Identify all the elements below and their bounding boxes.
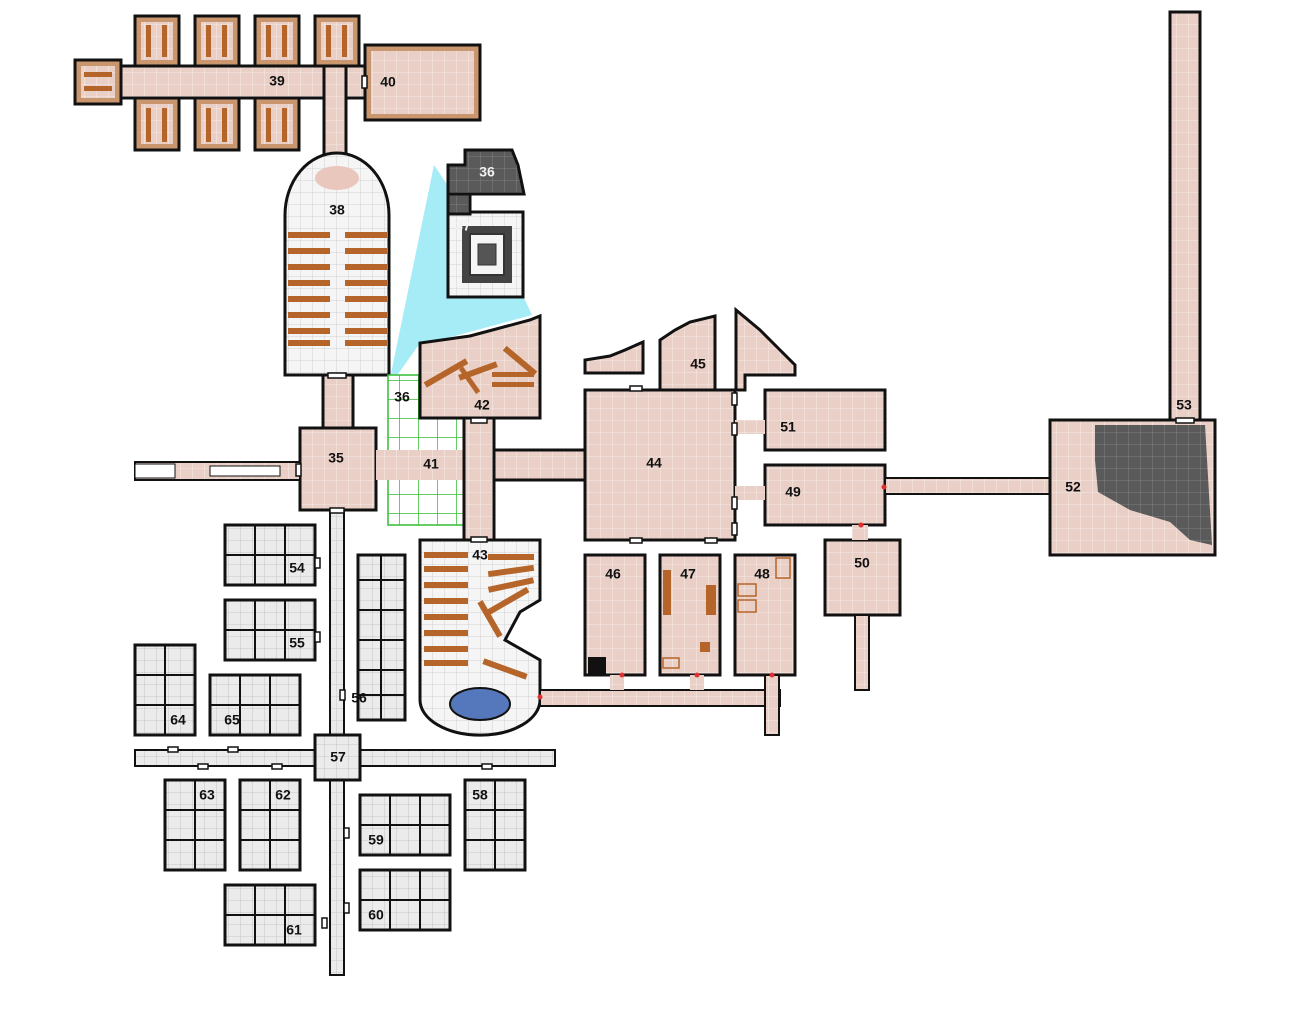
bridge-rail [134,463,176,479]
label-room-35: 35 [328,450,344,466]
room-46-block [588,657,606,675]
ruin-east [734,306,797,392]
corridor-38-35 [321,373,355,432]
label-room-45: 45 [690,356,706,372]
corridor-to-44 [492,448,588,482]
pool-43 [449,687,511,721]
room-53 [1168,10,1202,422]
room-52-pit [1095,425,1212,545]
label-room-36: 36 [394,389,410,405]
label-room-60: 60 [368,907,384,923]
label-room-51: 51 [780,419,796,435]
rubble-42 [423,345,538,395]
room-44 [583,388,737,542]
label-room-48: 48 [754,566,770,582]
shelves-48 [737,557,791,613]
label-room-44: 44 [646,455,662,471]
pews-38 [288,232,387,346]
label-room-63: 63 [199,787,215,803]
label-room-36-upper: 36 [479,164,495,180]
label-room-40: 40 [380,74,396,90]
label-room-50: 50 [854,555,870,571]
crate-47 [700,642,710,652]
label-room-49: 49 [785,484,801,500]
room-42 [418,313,542,420]
label-room-41: 41 [423,456,439,472]
label-room-37: 37 [455,218,471,234]
label-room-62: 62 [275,787,291,803]
label-room-56: 56 [351,690,367,706]
beds-39 [84,25,347,142]
label-room-38: 38 [329,202,345,218]
chest-47 [662,657,680,669]
room-37-core [477,243,497,266]
label-room-52: 52 [1065,479,1081,495]
label-room-65: 65 [224,712,240,728]
label-room-55: 55 [289,635,305,651]
label-room-64: 64 [170,712,186,728]
corridor-39-vertical [322,64,348,158]
room-38-altar [315,166,359,190]
label-room-46: 46 [605,566,621,582]
room-37-link [446,192,472,216]
ruin-west [583,339,645,375]
bridge-rail-2 [209,465,281,477]
label-room-39: 39 [269,73,285,89]
label-room-57: 57 [330,749,346,765]
room-49 [763,463,887,527]
doors [167,75,1195,929]
corridor-49-52 [884,477,1051,495]
room-labels: 35 36 36 37 38 39 40 41 42 43 44 45 46 4… [170,73,1192,938]
corridor-central [462,416,496,542]
corridor-south-stub [764,674,780,736]
label-room-43: 43 [472,547,488,563]
room-38 [283,151,391,377]
corridor-49-50 [852,525,868,540]
label-room-61: 61 [286,922,302,938]
room-45 [658,314,717,392]
label-room-42: 42 [474,397,490,413]
label-room-58: 58 [472,787,488,803]
label-room-47: 47 [680,566,696,582]
room-57 [313,733,362,782]
label-room-59: 59 [368,832,384,848]
room-40 [371,51,474,114]
room-35 [298,426,378,512]
corridor-44-51 [735,420,765,434]
label-room-54: 54 [289,560,305,576]
corridor-44-49 [735,486,765,500]
corridor-south-46-48 [539,689,781,707]
room-41 [376,450,464,480]
room-50 [823,538,902,617]
pews-43 [424,552,535,680]
table-47-right [706,585,716,615]
table-47-left [663,570,671,615]
doors-red [537,484,887,700]
corridor-50-south [854,614,870,691]
corridor-47-stub [690,675,704,690]
label-room-53: 53 [1176,397,1192,413]
cell-walls-grey [135,525,525,945]
corridor-46-stub [610,675,624,690]
room-48 [733,553,797,677]
